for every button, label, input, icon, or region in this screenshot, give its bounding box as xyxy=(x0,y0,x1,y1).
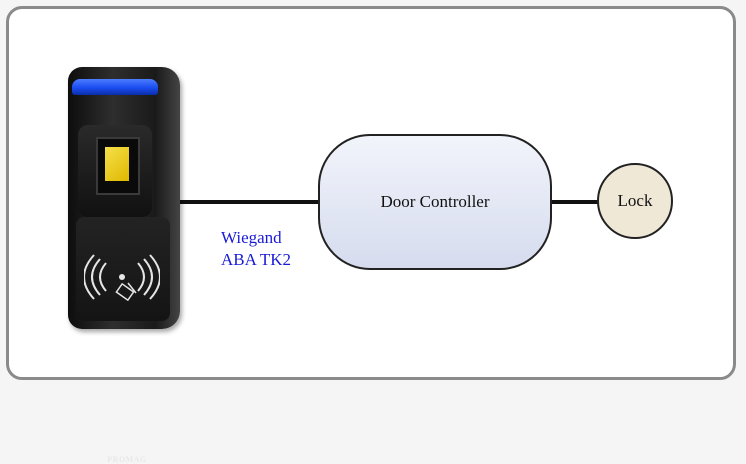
lock-label: Lock xyxy=(617,191,653,210)
fingerprint-well xyxy=(78,125,152,217)
rfid-wave-icon xyxy=(84,254,160,302)
brand-label: PROMAG xyxy=(107,455,147,464)
fingerprint-sensor-frame xyxy=(96,137,140,195)
controller-lock-wire xyxy=(548,200,600,204)
door-controller-label: Door Controller xyxy=(380,192,490,211)
lock-node: Lock xyxy=(597,163,673,239)
reader-controller-wire xyxy=(178,200,320,204)
door-controller-node: Door Controller xyxy=(318,134,552,270)
fingerprint-sensor xyxy=(105,147,129,181)
protocol-label-wiegand: Wiegand xyxy=(221,228,282,247)
led-indicator-bar xyxy=(72,79,158,95)
fingerprint-rfid-reader: PROMAG xyxy=(68,67,180,464)
protocol-label-aba: ABA TK2 xyxy=(221,250,292,269)
rfid-panel: PROMAG xyxy=(76,217,170,464)
